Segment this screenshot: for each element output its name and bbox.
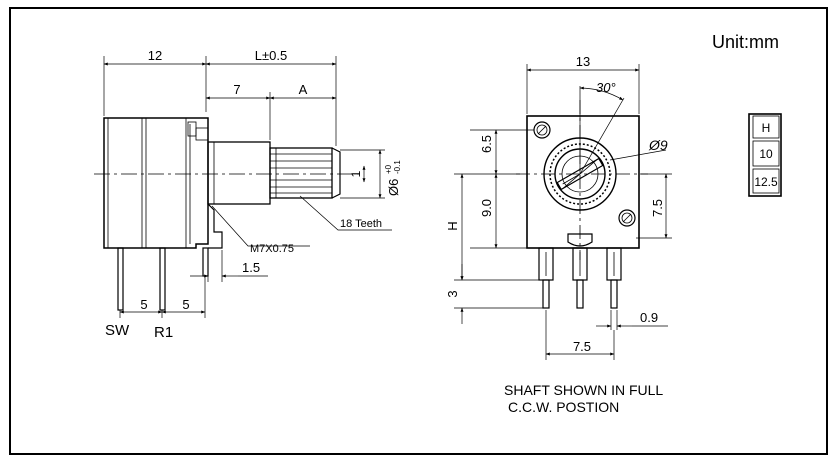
dim-seven: 7	[233, 82, 240, 97]
dim-width-13: 13	[576, 54, 590, 69]
label-18-teeth: 18 Teeth	[340, 218, 382, 230]
dim-top-6-5: 6.5	[479, 135, 494, 153]
table-header-h: H	[762, 121, 771, 135]
side-view: 12 L±0.5 7 A 1 Ø6 +0 -0.1 18 Teeth M7X0.…	[94, 48, 402, 341]
dim-shaft-tol-upper: +0	[384, 164, 393, 174]
dim-pin-len-3: 3	[445, 290, 460, 297]
pin-sw	[117, 247, 124, 311]
dim-shaft-tol-lower: -0.1	[393, 160, 402, 174]
dim-flat-1: 1	[349, 170, 363, 177]
shaft-slot	[556, 157, 604, 191]
dim-knob-dia: Ø9	[648, 137, 668, 153]
housing-outline	[103, 117, 209, 249]
drawing-frame	[9, 7, 828, 455]
front-view: 30° Ø9 13 6.5 9.0 H 7.5	[445, 54, 672, 360]
label-r1: R1	[154, 324, 173, 341]
front-pins	[538, 247, 622, 309]
front-housing	[526, 115, 640, 249]
dim-shaft-dia: Ø6	[386, 179, 401, 196]
knurled-shaft	[269, 147, 333, 199]
dim-middle-9: 9.0	[479, 199, 494, 217]
dim-pin-w: 0.9	[640, 310, 658, 325]
dim-body-12: 12	[148, 48, 162, 63]
dim-pitch-right: 5	[182, 297, 189, 312]
dim-length-l: L±0.5	[255, 48, 287, 63]
dim-angle: 30°	[596, 80, 616, 95]
table-value-12-5: 12.5	[754, 175, 778, 189]
pin-r1	[159, 247, 166, 311]
table-value-10: 10	[759, 147, 773, 161]
bushing	[207, 141, 271, 205]
label-thread: M7X0.75	[250, 243, 294, 255]
pin-ground	[202, 247, 209, 277]
dim-pitch-left: 5	[140, 297, 147, 312]
note-line-2: C.C.W. POSTION	[508, 399, 619, 415]
dim-thread-gap: 1.5	[242, 260, 260, 275]
dim-right-7-5: 7.5	[650, 199, 665, 217]
dim-a: A	[299, 82, 308, 97]
label-sw: SW	[105, 322, 130, 339]
h-value-table: H 10 12.5	[748, 113, 782, 197]
mount-hole-bottom	[618, 209, 636, 227]
note-line-1: SHAFT SHOWN IN FULL	[504, 382, 663, 398]
dim-pin-span: 7.5	[573, 339, 591, 354]
unit-label: Unit:mm	[712, 32, 779, 52]
dim-h: H	[445, 221, 460, 230]
